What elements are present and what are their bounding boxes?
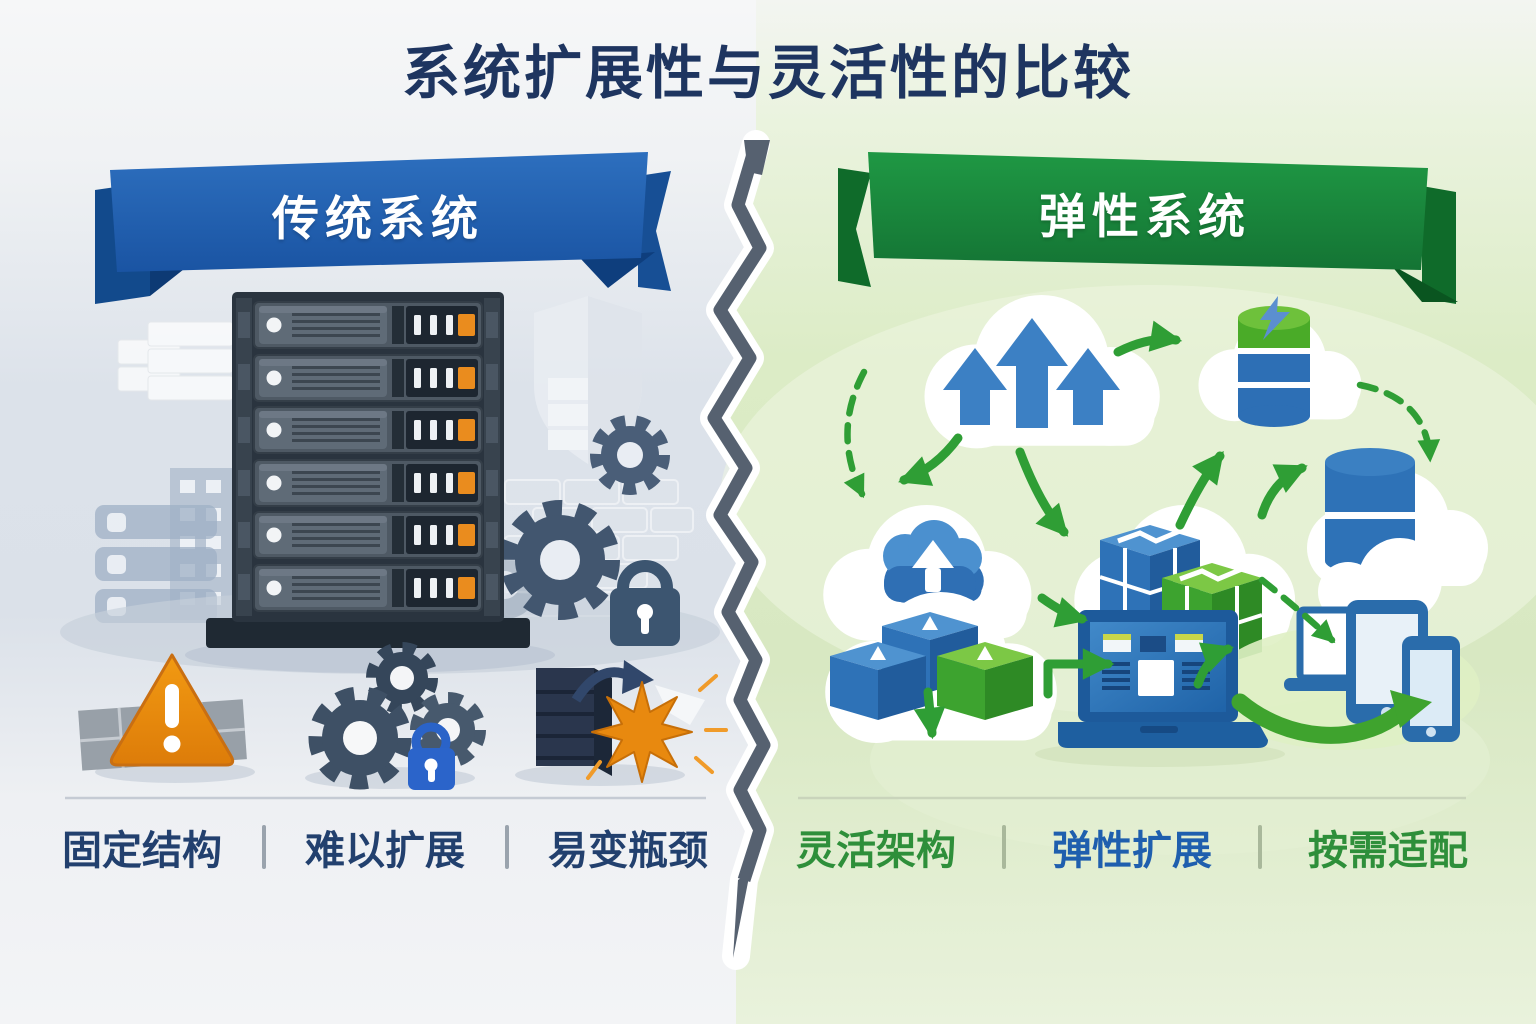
- features-right: 灵活架构 弹性扩展 按需适配: [796, 818, 1468, 876]
- feature-separator: [261, 825, 266, 869]
- feature-separator: [504, 825, 509, 869]
- banner-right-label: 弹性系统: [1039, 190, 1251, 245]
- banner-left-label: 传统系统: [272, 192, 484, 247]
- cloud-upload: [823, 505, 1032, 641]
- banner-left: [95, 152, 671, 304]
- dashed-flow-arrows: [843, 368, 1441, 644]
- feature-left-2: 难以扩展: [305, 828, 465, 874]
- crack-divider-icon: [700, 130, 778, 970]
- feature-right-2: 弹性扩展: [1052, 828, 1212, 874]
- cloud-nodes: [825, 592, 1057, 744]
- swoosh-arrow: [1231, 690, 1432, 744]
- padlock-icon: [610, 560, 680, 646]
- feature-right-1: 灵活架构: [796, 828, 956, 874]
- banner-right: [838, 152, 1458, 304]
- locked-gears-icon: [305, 642, 486, 790]
- feature-separator: [1002, 825, 1006, 869]
- server-rack-icon: [185, 292, 555, 673]
- feature-right-3: 按需适配: [1308, 828, 1468, 874]
- background-gears: [471, 415, 670, 620]
- node-block-green: [937, 642, 1033, 720]
- feature-left-1: 固定结构: [62, 828, 222, 874]
- warning-triangle-icon: [78, 653, 255, 783]
- cloud-database-lightning: [1198, 296, 1362, 427]
- feature-separator: [1258, 825, 1262, 869]
- features-left: 固定结构 难以扩展 易变瓶颈: [62, 818, 708, 876]
- page-title: 系统扩展性与灵活性的比较: [401, 39, 1134, 107]
- laptop-dashboard-icon: [1058, 610, 1268, 748]
- devices-icon: [1284, 600, 1460, 742]
- feature-left-3: 易变瓶颈: [548, 828, 708, 874]
- white-crates: [117, 321, 234, 401]
- flow-arrows: [898, 320, 1308, 740]
- node-block-left: [830, 642, 926, 720]
- cloud-scale-up: [924, 295, 1160, 449]
- server-failure-icon: [515, 660, 728, 786]
